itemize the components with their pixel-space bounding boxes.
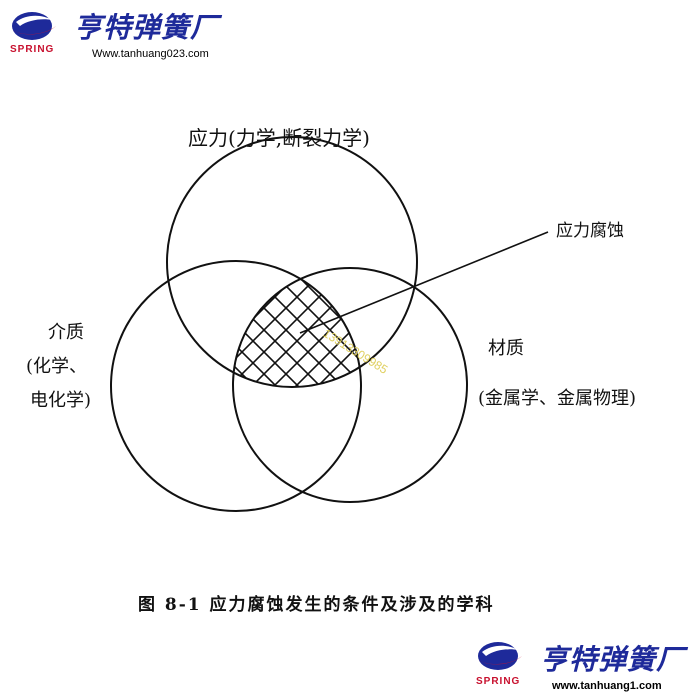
leader-line (299, 231, 549, 334)
circle-medium (110, 260, 362, 512)
left-label-line1: 介质 (48, 322, 84, 343)
circle-stress (166, 136, 418, 388)
footer-url: www.tanhuang1.com (552, 680, 662, 692)
left-label-line3: 电化学) (30, 390, 92, 411)
spring-logo-icon (478, 642, 522, 670)
top-label: 应力(力学,断裂力学) (188, 126, 370, 150)
right-label-line1: 材质 (488, 338, 524, 359)
header-spring-text: SPRING (10, 44, 55, 55)
circle-material (232, 267, 468, 503)
header-brand-title: 亨特弹簧厂 (74, 11, 220, 44)
intersection-label: 应力腐蚀 (556, 221, 624, 241)
footer-spring-text: SPRING (476, 676, 521, 687)
left-label-line2: (化学、 (26, 356, 88, 377)
header-url: Www.tanhuang023.com (92, 48, 209, 60)
header-logo: SPRING 亨特弹簧厂 Www.tanhuang023.com (8, 6, 228, 60)
footer-brand-title: 亨特弹簧厂 (540, 643, 686, 676)
figure-caption: 图 8-1 应力腐蚀发生的条件及涉及的学科 (138, 595, 495, 615)
right-label-line2: (金属学、金属物理) (478, 388, 637, 409)
footer-logo: SPRING 亨特弹簧厂 www.tanhuang1.com (474, 636, 696, 698)
spring-logo-icon (12, 12, 56, 40)
